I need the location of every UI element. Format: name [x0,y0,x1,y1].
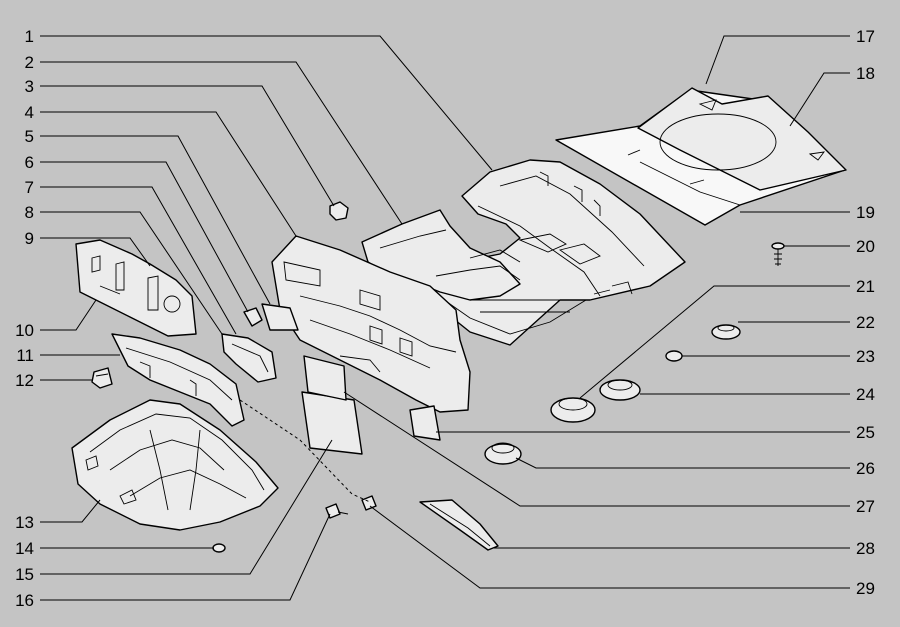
part-grommet-24 [599,379,641,401]
callout-2: 2 [25,53,34,72]
callout-21: 21 [856,277,875,296]
callout-26: 26 [856,459,875,478]
part-wedge-28 [419,499,499,551]
part-push-fastener-20 [771,242,785,266]
callout-10: 10 [15,321,34,340]
callout-12: 12 [15,371,34,390]
callout-14: 14 [15,539,34,558]
callout-7: 7 [25,178,34,197]
callout-8: 8 [25,203,34,222]
callout-5: 5 [25,127,34,146]
part-hood-insulation [71,399,279,531]
part-bulkhead-insulation [271,235,471,413]
callout-15: 15 [15,565,34,584]
part-cover-25 [409,405,441,441]
leader-lines [40,35,850,601]
callout-3: 3 [25,77,34,96]
callout-1: 1 [25,27,34,46]
part-bolt-29 [361,495,377,511]
part-clip-5 [243,307,263,327]
callout-4: 4 [25,103,34,122]
part-pad-15 [301,391,363,455]
part-small-bracket-6-8 [221,333,277,383]
callout-16: 16 [15,591,34,610]
part-grommet-22 [711,324,741,340]
callout-13: 13 [15,513,34,532]
callout-24: 24 [856,385,875,404]
part-rear-floor-covering [555,87,847,226]
part-clip-14 [212,543,226,553]
callout-22: 22 [856,313,875,332]
callout-numbers-left: 1 2 3 4 5 6 7 8 9 10 11 12 13 14 15 16 [15,27,34,610]
part-bracket [111,333,245,427]
assembly-axis-line [239,399,371,503]
part-pad-27 [303,355,347,401]
callout-28: 28 [856,539,875,558]
callout-9: 9 [25,229,34,248]
part-grommet-21 [550,397,596,423]
callout-11: 11 [16,346,34,365]
callout-6: 6 [25,153,34,172]
part-small-pad-4 [261,303,299,331]
callout-19: 19 [856,203,875,222]
callout-numbers-right: 17 18 19 20 21 22 23 24 25 26 27 28 29 [856,27,875,598]
part-grommet-26 [484,442,522,465]
part-grommet-23 [665,350,683,362]
callout-20: 20 [856,237,875,256]
callout-17: 17 [856,27,875,46]
part-main-floor-carpet [419,159,686,346]
part-side-insulation-panel [75,239,197,337]
callout-25: 25 [856,423,875,442]
callout-27: 27 [856,497,875,516]
callout-23: 23 [856,347,875,366]
callout-29: 29 [856,579,875,598]
callout-18: 18 [856,64,875,83]
part-plug-3 [329,201,349,221]
part-clip-12 [91,367,113,389]
